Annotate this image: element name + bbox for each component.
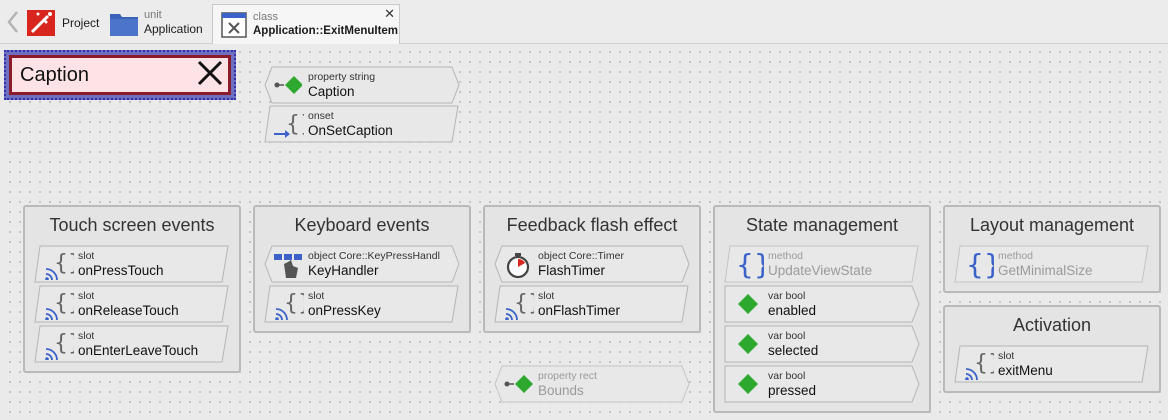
method-icon: {} xyxy=(734,248,772,281)
brick-on-release-touch[interactable]: {} slot onReleaseTouch xyxy=(34,285,230,323)
caption-selection-label: Caption xyxy=(20,63,89,86)
member-name: exitMenu xyxy=(998,363,1053,378)
onset-icon: {} xyxy=(274,110,314,138)
group-title: Layout management xyxy=(969,215,1135,235)
caption-selection[interactable]: Caption xyxy=(4,50,236,100)
tab-class[interactable]: class Application::ExitMenuItem ✕ xyxy=(212,4,400,44)
member-name: Bounds xyxy=(538,383,584,398)
project-icon xyxy=(26,8,58,38)
member-kind: method xyxy=(768,250,804,262)
slot-icon: {} xyxy=(504,290,542,321)
breadcrumb-project[interactable]: Project xyxy=(26,4,99,42)
slot-icon: {} xyxy=(964,350,1002,381)
timer-icon xyxy=(504,250,532,279)
member-name: selected xyxy=(768,343,819,358)
member-name: onPressTouch xyxy=(78,263,164,278)
folder-icon xyxy=(108,8,140,38)
slot-icon: {} xyxy=(44,330,82,361)
brick-onset[interactable]: {} onset OnSetCaption xyxy=(264,105,460,143)
variable-icon xyxy=(734,330,762,358)
svg-text:{}: {} xyxy=(514,291,534,316)
property-icon xyxy=(504,370,533,398)
breadcrumb-unit-label: Application xyxy=(144,22,203,36)
member-kind: object Core::KeyPressHandl xyxy=(308,250,440,262)
svg-text:{}: {} xyxy=(974,351,994,376)
group-title: Touch screen events xyxy=(49,215,215,235)
member-name: pressed xyxy=(768,383,817,398)
member-kind: var bool xyxy=(768,370,806,382)
close-icon[interactable] xyxy=(196,59,224,92)
brick-pressed[interactable]: var bool pressed xyxy=(724,365,920,403)
brick-flash-timer[interactable]: object Core::Timer FlashTimer xyxy=(494,245,690,283)
member-name: KeyHandler xyxy=(308,263,379,278)
member-kind: method xyxy=(998,250,1034,262)
member-kind: onset xyxy=(308,110,334,122)
back-arrow-icon[interactable] xyxy=(4,8,22,36)
property-icon xyxy=(274,71,303,99)
member-kind: slot xyxy=(538,290,555,302)
svg-text:{}: {} xyxy=(284,291,304,316)
key-press-handler-icon xyxy=(274,250,302,278)
slot-icon: {} xyxy=(44,290,82,321)
brick-exit-menu[interactable]: {} slot exitMenu xyxy=(954,345,1150,383)
brick-update-view-state[interactable]: {} method UpdateViewState xyxy=(724,245,920,283)
brick-caption-property[interactable]: property string Caption xyxy=(264,66,460,104)
member-name: onFlashTimer xyxy=(538,303,621,318)
tab-close-icon[interactable]: ✕ xyxy=(384,6,395,21)
slot-icon: {} xyxy=(44,250,82,281)
breadcrumb-project-label: Project xyxy=(62,15,100,30)
member-kind: property rect xyxy=(538,370,597,382)
brick-on-press-key[interactable]: {} slot onPressKey xyxy=(264,285,460,323)
member-kind: var bool xyxy=(768,330,806,342)
svg-text:{}: {} xyxy=(54,251,74,276)
group-title: State management xyxy=(745,215,899,235)
svg-text:{}: {} xyxy=(54,291,74,316)
svg-text:{}: {} xyxy=(736,250,764,280)
member-kind: slot xyxy=(78,250,95,262)
brick-selected[interactable]: var bool selected xyxy=(724,325,920,363)
brick-key-handler[interactable]: object Core::KeyPressHandl KeyHandler xyxy=(264,245,460,283)
member-kind: slot xyxy=(308,290,325,302)
class-icon xyxy=(219,10,249,40)
breadcrumb-unit-kind: unit xyxy=(144,9,162,21)
breadcrumb-class-kind: class xyxy=(253,10,279,23)
svg-text:{}: {} xyxy=(966,250,994,280)
breadcrumb: Project unit Application class Applicati… xyxy=(0,0,1168,44)
member-kind: slot xyxy=(78,330,95,342)
member-name: OnSetCaption xyxy=(308,123,393,138)
member-name: onEnterLeaveTouch xyxy=(78,343,199,358)
brick-bounds[interactable]: property rect Bounds xyxy=(494,365,690,403)
member-kind: object Core::Timer xyxy=(538,250,624,262)
variable-icon xyxy=(734,290,762,318)
member-kind: property string xyxy=(308,71,376,83)
brick-get-minimal-size[interactable]: {} method GetMinimalSize xyxy=(954,245,1150,283)
svg-text:{}: {} xyxy=(54,331,74,356)
brick-enabled[interactable]: var bool enabled xyxy=(724,285,920,323)
member-kind: var bool xyxy=(768,290,806,302)
group-title: Activation xyxy=(1012,315,1092,335)
member-name: onPressKey xyxy=(308,303,381,318)
member-name: enabled xyxy=(768,303,817,318)
group-title: Feedback flash effect xyxy=(506,215,678,235)
breadcrumb-class-label: Application::ExitMenuItem xyxy=(253,24,399,37)
member-kind: slot xyxy=(998,350,1015,362)
member-kind: slot xyxy=(78,290,95,302)
brick-on-press-touch[interactable]: {} slot onPressTouch xyxy=(34,245,230,283)
brick-on-enter-leave-touch[interactable]: {} slot onEnterLeaveTouch xyxy=(34,325,230,363)
slot-icon: {} xyxy=(274,290,312,321)
breadcrumb-unit[interactable]: unit Application xyxy=(108,4,203,42)
member-name: Caption xyxy=(308,84,355,99)
member-name: onReleaseTouch xyxy=(78,303,179,318)
group-title: Keyboard events xyxy=(294,215,430,235)
variable-icon xyxy=(734,370,762,398)
brick-on-flash-timer[interactable]: {} slot onFlashTimer xyxy=(494,285,690,323)
member-name: UpdateViewState xyxy=(768,263,873,278)
method-icon: {} xyxy=(964,248,1002,281)
member-name: FlashTimer xyxy=(538,263,606,278)
member-name: GetMinimalSize xyxy=(998,263,1093,278)
